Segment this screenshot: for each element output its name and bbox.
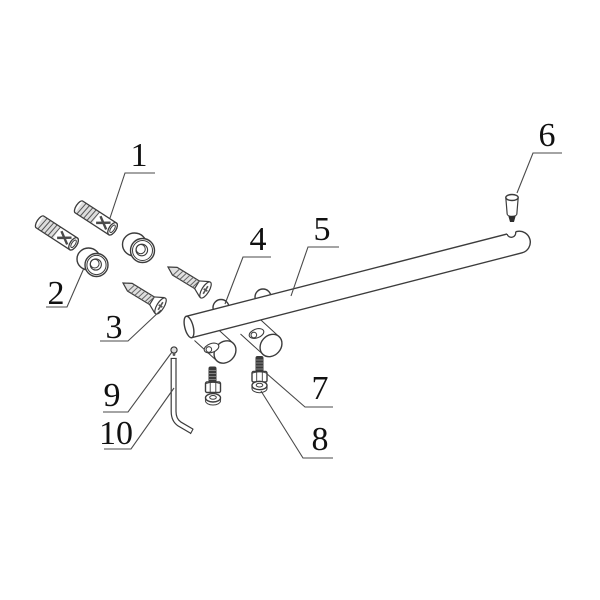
callout-label-10: 10 <box>99 415 133 452</box>
callout-leader-7 <box>265 372 333 408</box>
part-wall-anchors <box>32 198 121 253</box>
trim-cap <box>76 247 109 278</box>
part-mounting-screws <box>117 258 215 317</box>
wall-anchor <box>32 213 82 253</box>
callout-leader-5 <box>290 246 339 297</box>
callout-leader-2 <box>46 267 85 308</box>
part-towel-bar <box>183 230 531 339</box>
hex-bolt <box>251 356 268 383</box>
callout-label-5: 5 <box>314 211 331 248</box>
keyhole-slot <box>203 342 220 354</box>
callout-label-3: 3 <box>106 309 123 346</box>
mounting-screw <box>162 258 215 301</box>
pin-tip <box>508 216 516 222</box>
bar-open-end <box>183 315 195 339</box>
callout-label-6: 6 <box>539 117 556 154</box>
callout-leaders <box>46 152 562 459</box>
bracket-post <box>240 315 283 358</box>
hex-bolt <box>204 366 222 394</box>
callout-leader-4 <box>224 256 271 305</box>
callout-leader-1 <box>109 172 155 219</box>
bar-notch <box>506 231 517 238</box>
callout-leader-3 <box>100 309 162 342</box>
keyhole-slot <box>248 328 265 339</box>
callout-label-9: 9 <box>104 377 121 414</box>
mounting-screw <box>117 274 170 317</box>
callout-label-1: 1 <box>131 137 148 174</box>
trim-cap <box>121 232 156 264</box>
callout-leader-9 <box>103 351 173 413</box>
callout-label-4: 4 <box>250 221 267 258</box>
callout-labels: 1 2 3 4 5 6 7 8 9 10 <box>48 117 556 458</box>
callout-label-7: 7 <box>312 370 329 407</box>
part-trim-caps <box>76 232 156 278</box>
bracket-keyhole-slots <box>203 328 265 354</box>
wall-anchor <box>71 198 121 238</box>
callout-label-8: 8 <box>312 421 329 458</box>
callout-leader-10 <box>104 387 175 450</box>
callout-leader-8 <box>260 390 333 459</box>
part-washers <box>204 380 268 406</box>
callout-leader-6 <box>516 152 562 194</box>
part-hex-bolts <box>204 356 268 394</box>
part-set-screw <box>170 346 178 356</box>
callout-label-2: 2 <box>48 275 65 312</box>
washer <box>251 380 268 394</box>
bar-body <box>185 230 531 339</box>
part-allen-key <box>170 357 194 435</box>
part-end-pin <box>505 193 519 222</box>
washer <box>204 392 222 406</box>
